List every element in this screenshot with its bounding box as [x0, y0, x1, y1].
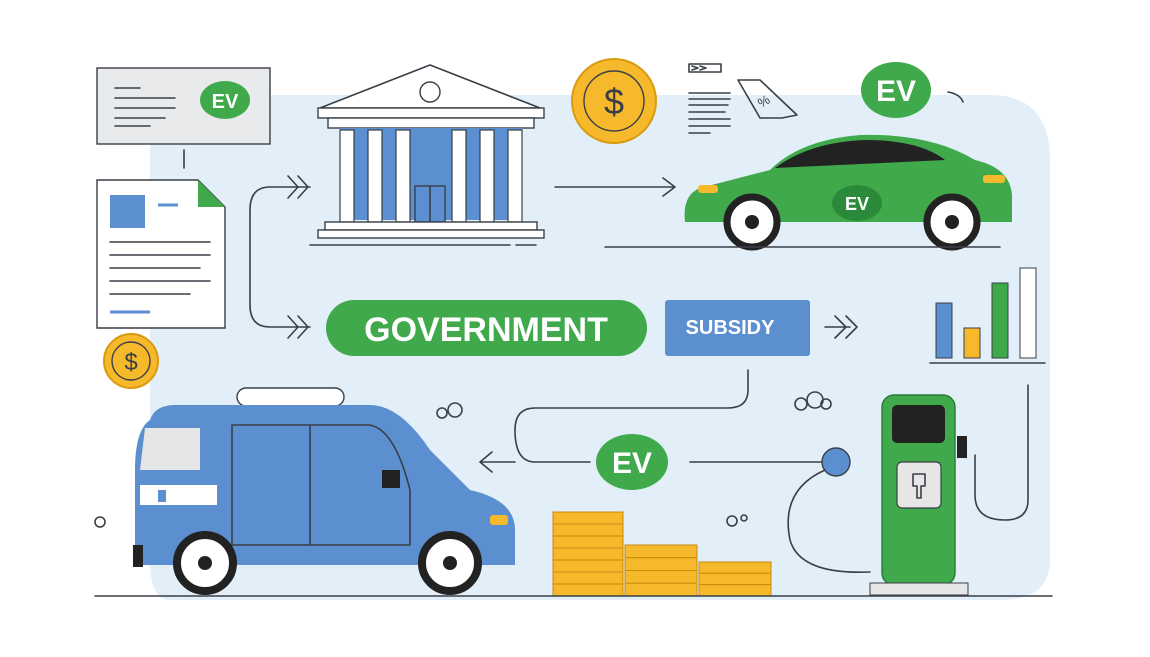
green-electric-car: EV: [604, 134, 1012, 251]
coin-stack-layer: [552, 523, 624, 537]
blue-van: [133, 387, 515, 595]
ev-car-label: EV: [845, 194, 869, 214]
coin-stack-layer: [552, 511, 624, 525]
arrow-icon: [554, 177, 676, 197]
government-label: GOVERNMENT: [364, 311, 608, 349]
coin-stack-layer: [552, 583, 624, 597]
document-icon: [96, 179, 226, 329]
coin-stacks: [552, 511, 772, 597]
coin-stack-layer: [624, 544, 698, 559]
coin-symbol: $: [604, 81, 624, 122]
ev-card-label: EV: [212, 91, 239, 113]
coin-stack-layer: [624, 557, 698, 571]
double-chevron-icon: [824, 315, 858, 339]
government-building-icon: [309, 64, 561, 246]
coin-icon: $: [103, 333, 159, 389]
ev-info-card: EV: [96, 67, 271, 145]
receipt-icon: [688, 63, 731, 134]
coin-stack-layer: [552, 571, 624, 585]
coin-stack-layer: [624, 570, 698, 584]
chart-bar: [1019, 267, 1037, 359]
coin-stack-layer: [552, 535, 624, 549]
coin-stack-layer: [552, 559, 624, 573]
chart-bar: [991, 282, 1009, 359]
coin-symbol: $: [124, 349, 137, 376]
government-pill: [326, 300, 647, 356]
subsidy-label: SUBSIDY: [686, 317, 776, 339]
chart-bar: [935, 302, 953, 359]
ev-badge-top: EV: [876, 75, 916, 108]
double-chevron-icon: [287, 175, 309, 199]
bubbles-decoration: [94, 391, 832, 528]
subsidy-box: [665, 300, 810, 356]
double-chevron-icon: [287, 315, 309, 339]
arrow-left-icon: [479, 451, 516, 473]
coin-stack-layer: [698, 572, 772, 586]
coin-stack-layer: [624, 582, 698, 597]
coin-stack-layer: [698, 584, 772, 597]
chart-bar: [963, 327, 981, 359]
bar-chart-icon: [935, 267, 1037, 359]
connector-node: [821, 447, 851, 477]
coin-stack-layer: [552, 547, 624, 561]
ev-badge-middle: EV: [612, 447, 652, 480]
charging-station-icon: [869, 394, 969, 596]
coin-icon: $: [571, 58, 657, 144]
coin-stack-layer: [698, 561, 772, 574]
